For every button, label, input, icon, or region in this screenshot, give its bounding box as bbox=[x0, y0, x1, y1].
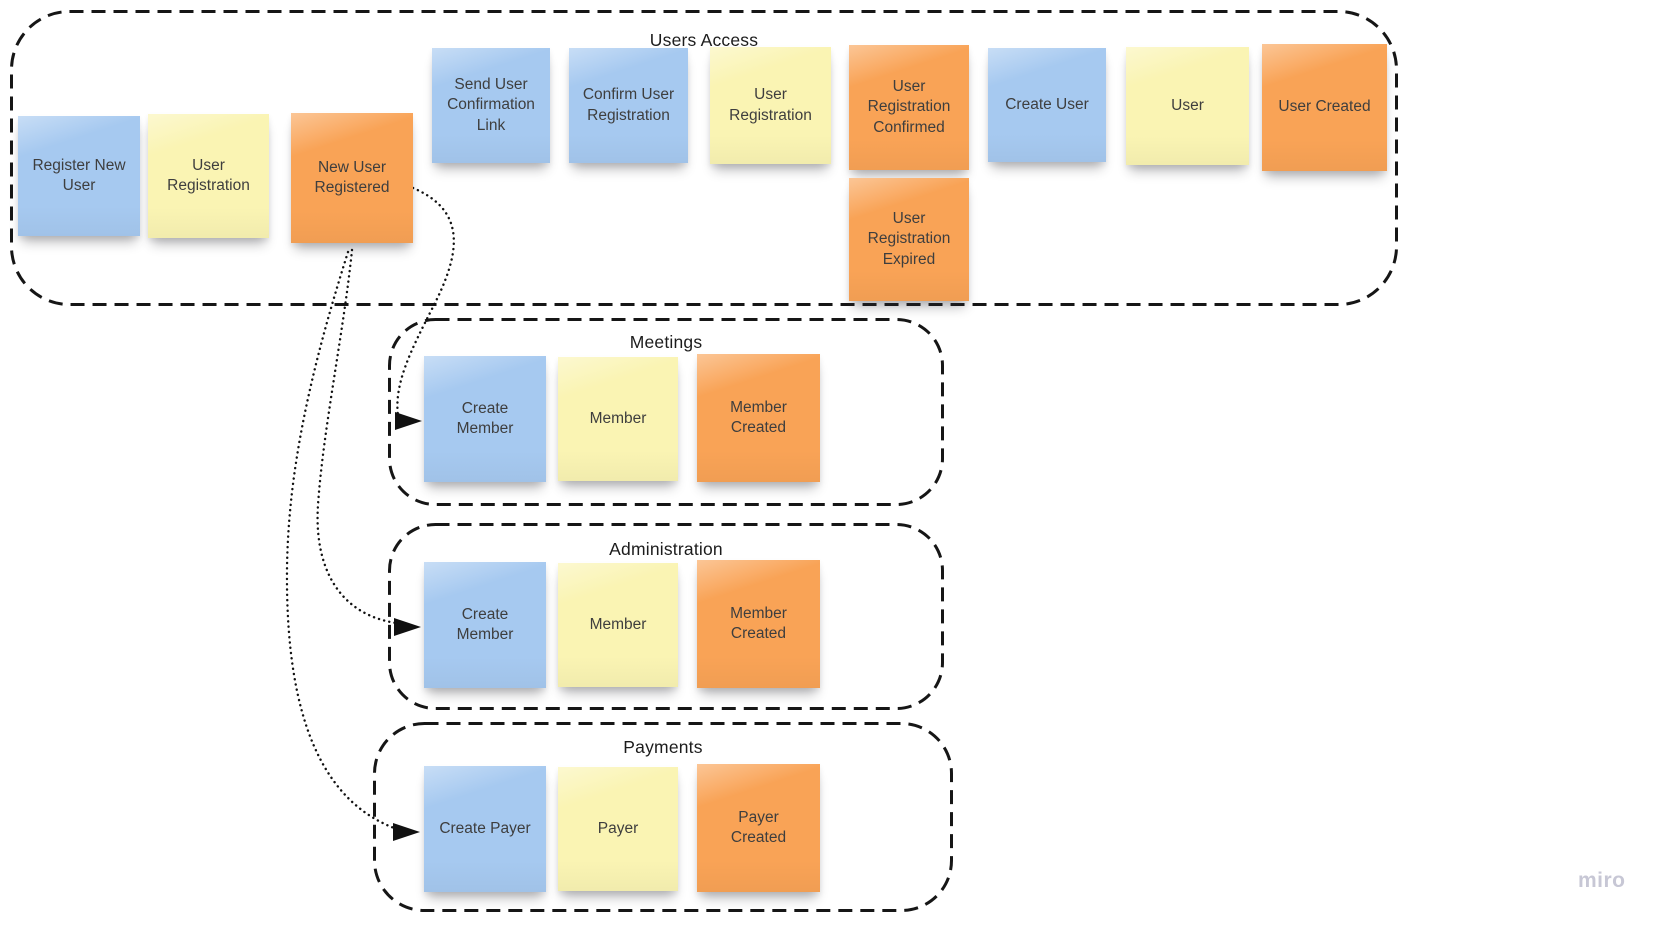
sticky-note-administration-create-member[interactable]: Create Member bbox=[424, 562, 546, 688]
miro-watermark: miro bbox=[1578, 869, 1626, 892]
connector-new-user-registered-to-meetings-create-member-arrowhead bbox=[395, 412, 422, 430]
sticky-note-label: User Registration Expired bbox=[867, 209, 951, 268]
sticky-note-payments-create-payer[interactable]: Create Payer bbox=[424, 766, 546, 892]
sticky-note-label: Create User bbox=[1005, 95, 1089, 113]
sticky-note-label: User Created bbox=[1278, 98, 1371, 116]
sticky-note-label: Create Member bbox=[456, 605, 514, 643]
sticky-note-users-access-user-registration[interactable]: User Registration bbox=[710, 47, 831, 164]
frame-title-payments[interactable]: Payments bbox=[623, 737, 703, 757]
connector-new-user-registered-to-payments-create-payer-arrowhead bbox=[393, 823, 420, 841]
sticky-note-users-access-send-user-confirmation-link[interactable]: Send User Confirmation Link bbox=[432, 48, 550, 163]
sticky-note-meetings-member-created[interactable]: Member Created bbox=[697, 354, 820, 482]
connector-new-user-registered-to-payments-create-payer[interactable] bbox=[285, 250, 420, 841]
sticky-note-users-access-user-registration[interactable]: User Registration bbox=[148, 114, 269, 238]
sticky-note-users-access-user-created[interactable]: User Created bbox=[1262, 44, 1387, 171]
sticky-note-label: Member bbox=[589, 409, 647, 427]
connector-new-user-registered-to-meetings-create-member[interactable] bbox=[395, 186, 456, 430]
sticky-note-label: Create Member bbox=[456, 399, 514, 437]
connector-new-user-registered-to-meetings-create-member-line bbox=[396, 186, 456, 418]
sticky-note-label: Send User Confirmation Link bbox=[447, 75, 535, 134]
connector-new-user-registered-to-payments-create-payer-line bbox=[285, 250, 396, 830]
sticky-note-label: Member bbox=[589, 615, 647, 633]
sticky-note-users-access-register-new-user[interactable]: Register New User bbox=[18, 116, 140, 236]
sticky-note-administration-member[interactable]: Member bbox=[558, 563, 678, 687]
sticky-note-label: User Registration bbox=[729, 86, 812, 124]
sticky-note-users-access-confirm-user-registration[interactable]: Confirm User Registration bbox=[569, 48, 688, 163]
frame-title-users-access[interactable]: Users Access bbox=[649, 30, 759, 50]
sticky-note-meetings-create-member[interactable]: Create Member bbox=[424, 356, 546, 482]
sticky-note-label: Member Created bbox=[730, 398, 787, 436]
sticky-note-label: Member Created bbox=[730, 604, 787, 642]
sticky-note-payments-payer[interactable]: Payer bbox=[558, 767, 678, 891]
sticky-note-label: Register New User bbox=[32, 156, 126, 194]
sticky-note-label: Confirm User Registration bbox=[582, 86, 675, 124]
sticky-note-meetings-member[interactable]: Member bbox=[558, 357, 678, 481]
sticky-note-label: User Registration bbox=[167, 156, 250, 194]
connector-new-user-registered-to-administration-create-member-arrowhead bbox=[394, 618, 421, 636]
frame-title-meetings[interactable]: Meetings bbox=[629, 332, 703, 352]
sticky-note-users-access-user-registration-expired[interactable]: User Registration Expired bbox=[849, 178, 969, 301]
sticky-note-label: Payer Created bbox=[730, 808, 787, 846]
sticky-note-label: Payer bbox=[597, 819, 639, 837]
sticky-note-label: Create Payer bbox=[439, 819, 531, 837]
connector-new-user-registered-to-administration-create-member-line bbox=[316, 248, 398, 625]
frame-title-administration[interactable]: Administration bbox=[609, 539, 723, 559]
frame-border-meetings bbox=[388, 318, 944, 506]
sticky-note-label: New User Registered bbox=[314, 158, 390, 196]
sticky-note-users-access-new-user-registered[interactable]: New User Registered bbox=[291, 113, 413, 243]
frame-border-payments bbox=[373, 722, 953, 912]
connector-new-user-registered-to-administration-create-member[interactable] bbox=[316, 248, 421, 636]
sticky-note-label: User bbox=[1171, 96, 1204, 114]
sticky-note-users-access-user-registration-confirmed[interactable]: User Registration Confirmed bbox=[849, 45, 969, 170]
sticky-note-administration-member-created[interactable]: Member Created bbox=[697, 560, 820, 688]
sticky-note-label: User Registration Confirmed bbox=[867, 77, 951, 136]
sticky-note-payments-payer-created[interactable]: Payer Created bbox=[697, 764, 820, 892]
frame-border-administration bbox=[388, 523, 944, 710]
sticky-note-users-access-user[interactable]: User bbox=[1126, 47, 1249, 165]
sticky-note-users-access-create-user[interactable]: Create User bbox=[988, 48, 1106, 162]
